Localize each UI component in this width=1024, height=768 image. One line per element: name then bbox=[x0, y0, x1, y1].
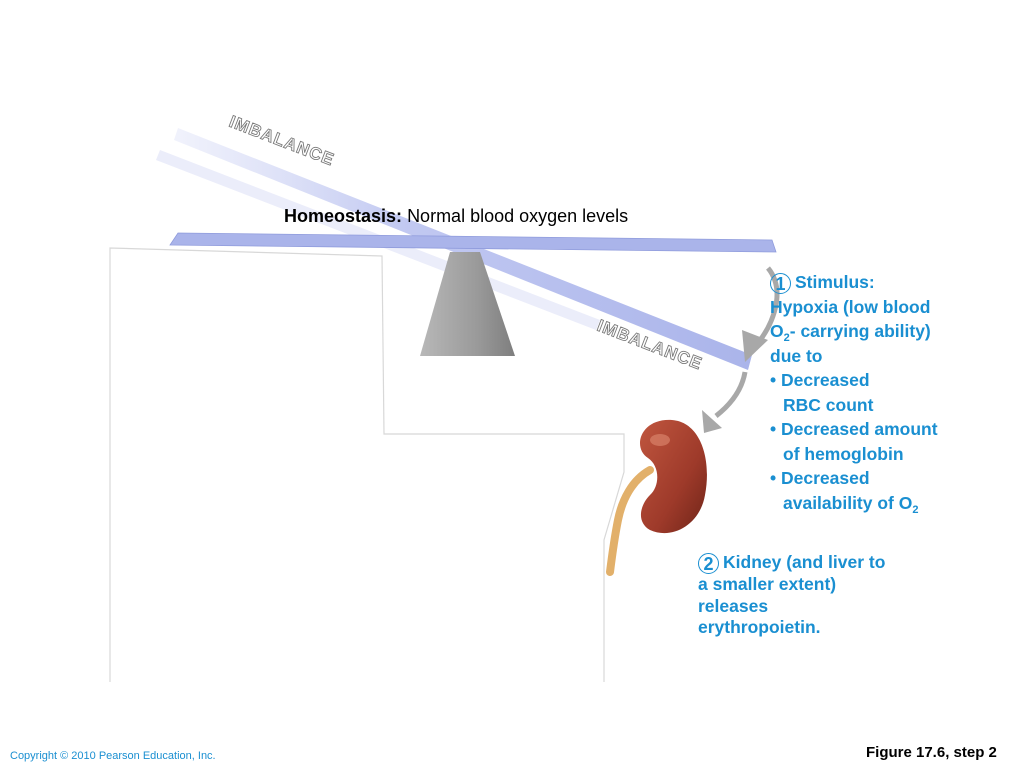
step1-bullet1a: • Decreased bbox=[770, 370, 870, 390]
stimulus-arrowhead bbox=[742, 330, 768, 362]
kidney-arrowhead bbox=[702, 410, 722, 433]
step1-line2-rest: - carrying ability) bbox=[789, 321, 931, 341]
body-outline bbox=[109, 247, 625, 682]
step2-number: 2 bbox=[698, 553, 719, 574]
step1-bullet2a: • Decreased amount bbox=[770, 419, 938, 439]
copyright-text: Copyright © 2010 Pearson Education, Inc. bbox=[10, 750, 216, 762]
step2-line1: Kidney (and liver to bbox=[723, 552, 886, 572]
step2-line3: releases bbox=[698, 595, 769, 616]
step1-bullet3b: availability of O2 bbox=[770, 491, 938, 516]
step2-line2: a smaller extent) bbox=[698, 574, 837, 594]
homeostasis-title-rest: Normal blood oxygen levels bbox=[407, 206, 629, 226]
homeostasis-title: Homeostasis: Normal blood oxygen levels bbox=[284, 206, 628, 227]
step1-number: 1 bbox=[770, 273, 791, 294]
figure-caption: Figure 17.6, step 2 bbox=[866, 744, 997, 761]
step2-line4: erythropoietin. bbox=[698, 617, 821, 637]
fulcrum bbox=[420, 252, 515, 356]
tilted-board bbox=[174, 128, 752, 370]
kidney-icon bbox=[640, 419, 707, 534]
homeostasis-title-bold: Homeostasis: bbox=[284, 206, 403, 226]
step1-line2-sub: 2 bbox=[783, 332, 790, 344]
ureter bbox=[606, 466, 654, 576]
level-board bbox=[169, 232, 777, 253]
kidney-arrow bbox=[714, 371, 748, 418]
step1-bullet3a: • Decreased bbox=[770, 468, 870, 488]
step1-bullet2b: of hemoglobin bbox=[783, 443, 904, 464]
step1-line2-prefix: O bbox=[770, 321, 784, 341]
step1-line2: O2- carrying ability) bbox=[770, 319, 938, 344]
step1-bullet1b: RBC count bbox=[783, 394, 874, 415]
step1-heading: Stimulus: bbox=[795, 272, 875, 292]
step1-bullet3b-prefix: availability of O bbox=[783, 492, 913, 513]
step1-bullet3b-sub: 2 bbox=[912, 503, 919, 516]
kidney-highlight bbox=[650, 434, 670, 446]
step1-line3: due to bbox=[770, 345, 823, 366]
step1-line1: Hypoxia (low blood bbox=[770, 296, 931, 317]
